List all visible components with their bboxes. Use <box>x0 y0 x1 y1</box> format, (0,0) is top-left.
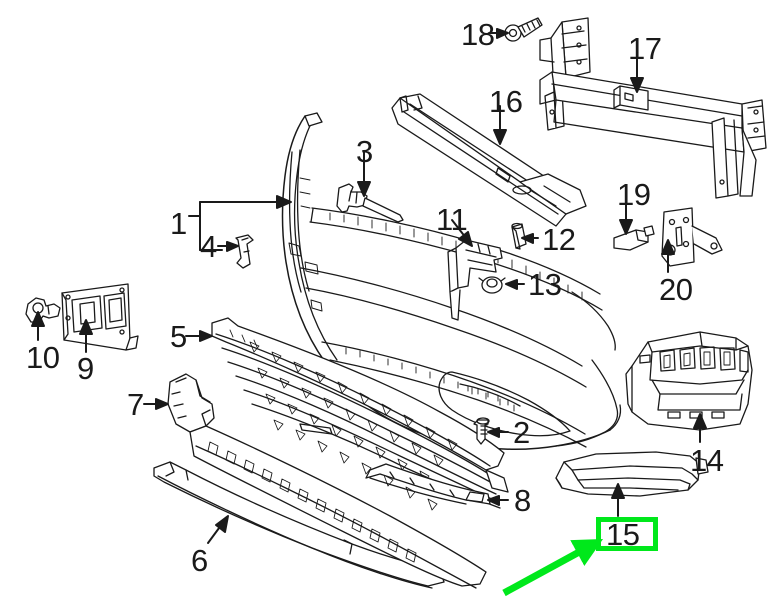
callout-label-3: 3 <box>356 134 373 169</box>
callout-label-13: 13 <box>528 267 562 302</box>
part-lower-spoiler-edge <box>365 463 491 505</box>
part-mid-valance <box>189 423 487 589</box>
part-flange-bolt <box>504 17 543 42</box>
callout-label-17: 17 <box>628 31 662 66</box>
callout-label-15: 15 <box>606 517 640 552</box>
part-bolt-stud <box>336 183 404 223</box>
callout-label-10: 10 <box>26 340 60 375</box>
part-bumper-cover <box>281 112 622 451</box>
part-fog-lamp-cover <box>555 451 709 497</box>
callout-label-19: 19 <box>617 177 651 212</box>
callout-label-14: 14 <box>690 443 724 478</box>
part-side-bracket <box>447 239 503 321</box>
part-impact-bar <box>539 17 767 199</box>
part-license-plate-bracket <box>61 283 139 351</box>
callout-label-7: 7 <box>127 387 144 422</box>
callout-label-1: 1 <box>170 206 187 241</box>
part-fog-lamp-bezel <box>625 331 753 431</box>
part-lower-grille <box>211 317 509 511</box>
callout-label-12: 12 <box>542 222 576 257</box>
part-lower-valance-trim <box>153 461 445 589</box>
callout-label-4: 4 <box>200 229 217 264</box>
callout-label-20: 20 <box>659 272 693 307</box>
part-nut-retainer <box>478 276 506 294</box>
callout-label-8: 8 <box>514 483 531 518</box>
callout-label-16: 16 <box>489 84 523 119</box>
part-lower-deflector <box>167 373 215 433</box>
callout-label-6: 6 <box>191 543 208 578</box>
part-retainer-clip <box>235 234 254 269</box>
callout-label-9: 9 <box>77 351 94 386</box>
callout-label-5: 5 <box>170 319 187 354</box>
part-energy-absorber <box>391 93 587 227</box>
callout-label-18: 18 <box>461 17 495 52</box>
part-plate-screw <box>25 297 61 323</box>
part-screw <box>473 417 490 445</box>
part-mounting-plate <box>661 207 723 267</box>
part-spacer-bushing <box>511 222 527 250</box>
part-sensor-bracket <box>613 225 655 251</box>
callout-label-11: 11 <box>436 202 468 237</box>
callout-label-2: 2 <box>513 415 530 450</box>
